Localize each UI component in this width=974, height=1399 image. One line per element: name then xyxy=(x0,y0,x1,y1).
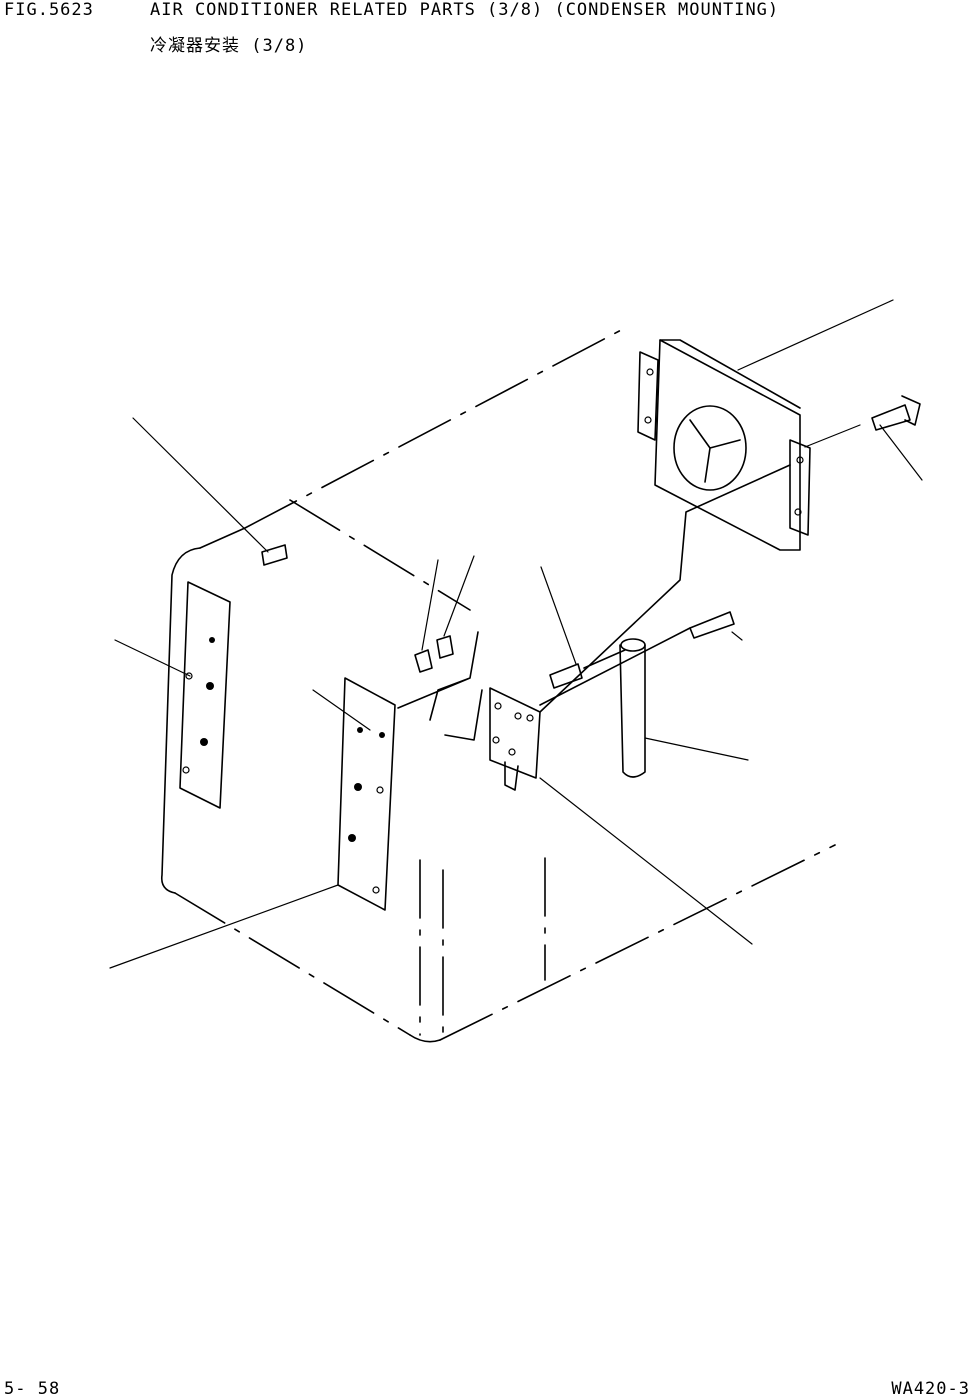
condenser-bolt xyxy=(871,395,921,431)
figure-subtitle: 冷凝器安装 (3/8) xyxy=(150,36,308,56)
bolt-hole xyxy=(644,416,652,424)
figure-number: FIG.5623 xyxy=(4,0,94,20)
leader-line xyxy=(312,689,371,731)
clip-fittings xyxy=(261,544,735,689)
leader-line xyxy=(539,777,753,945)
condenser-unit xyxy=(637,339,811,551)
bolt-hole xyxy=(376,786,384,794)
leader-line xyxy=(731,631,743,641)
left-bracket-plate xyxy=(179,581,231,809)
model-code: WA420-3 xyxy=(891,1379,970,1399)
leader-line xyxy=(421,559,439,651)
bolt-hole xyxy=(379,732,385,738)
bolt-hole xyxy=(508,748,516,756)
receiver-bracket xyxy=(489,687,541,791)
leader-line xyxy=(540,566,577,665)
leader-line xyxy=(737,299,894,371)
center-bracket-plate xyxy=(337,677,396,911)
bolt-hole xyxy=(492,736,500,744)
leader-line xyxy=(879,424,923,481)
bolt-hole xyxy=(646,368,654,376)
bolt-hole xyxy=(182,766,190,774)
leader-line xyxy=(804,424,861,448)
bolt-hole xyxy=(206,682,214,690)
callout-leader-lines xyxy=(109,299,923,969)
clip-fitting xyxy=(689,611,735,639)
drier-cap xyxy=(620,638,646,652)
leader-line xyxy=(443,555,475,637)
bolt-hole xyxy=(354,783,362,791)
bolt-hole xyxy=(494,702,502,710)
clip-fitting xyxy=(261,544,288,566)
bolt-hole xyxy=(185,672,193,680)
page-number: 5- 58 xyxy=(4,1379,61,1399)
bolt-hole xyxy=(200,738,208,746)
bolt-hole xyxy=(372,886,380,894)
leader-line xyxy=(114,639,191,677)
figure-title: AIR CONDITIONER RELATED PARTS (3/8) (CON… xyxy=(150,0,780,20)
clip-fitting xyxy=(436,635,454,659)
bolt-hole xyxy=(514,712,522,720)
bolt-hole xyxy=(526,714,534,722)
machine-body-outline xyxy=(160,327,836,1043)
fan-ring xyxy=(673,405,747,491)
leader-line xyxy=(109,884,339,969)
bolt-hole xyxy=(357,727,363,733)
bolt-hole xyxy=(796,456,804,464)
fan-blades xyxy=(689,419,741,483)
bolt-hole xyxy=(209,637,215,643)
receiver-drier xyxy=(619,638,646,778)
clip-fitting xyxy=(549,663,583,689)
leader-line xyxy=(132,417,269,553)
refrigerant-pipes xyxy=(397,464,791,741)
bolt-hole xyxy=(348,834,356,842)
clip-fitting xyxy=(414,649,433,673)
leader-line xyxy=(644,737,749,761)
bolt-hole xyxy=(794,508,802,516)
